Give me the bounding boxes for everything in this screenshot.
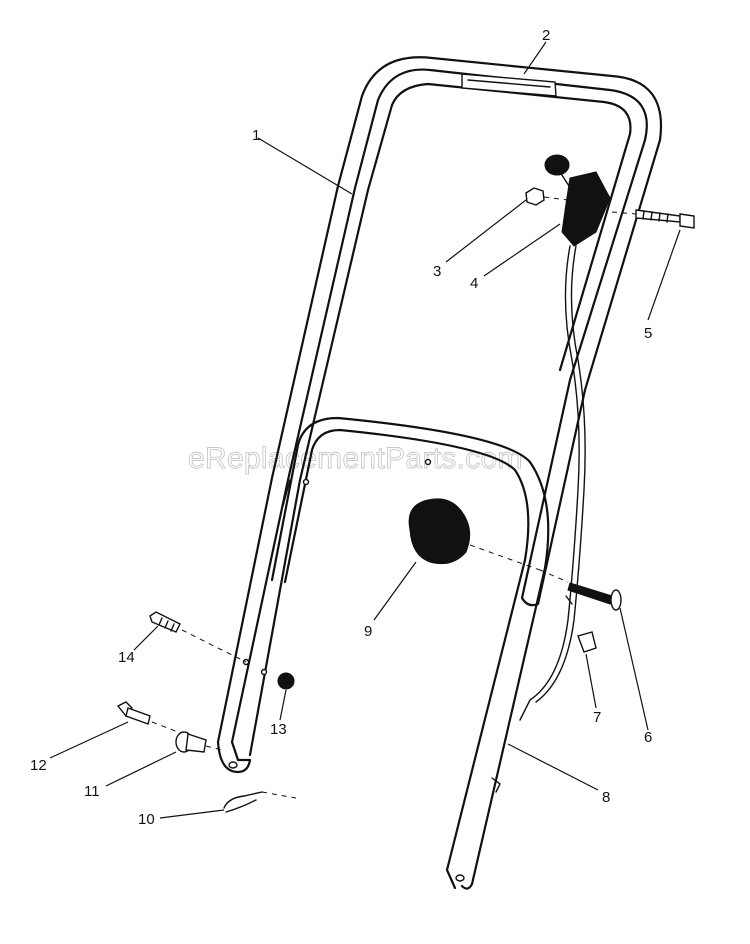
watermark-text: eReplacementParts.com [188, 442, 523, 475]
callout-9: 9 [364, 623, 372, 640]
upper-handle [216, 56, 663, 774]
callout-1: 1 [252, 127, 260, 144]
bolt-part-5 [611, 209, 695, 229]
leader-2 [523, 41, 547, 75]
callout-6: 6 [644, 729, 652, 746]
callout-2: 2 [542, 27, 550, 44]
top-grip [461, 73, 557, 97]
leader-1 [257, 137, 353, 195]
lower-handle [270, 416, 550, 890]
leader-4 [483, 223, 561, 277]
bolt-part-14 [149, 611, 247, 663]
callout-11: 11 [84, 783, 100, 800]
throttle-control [519, 154, 611, 721]
knob-icon [408, 498, 471, 565]
mounting-hole [228, 761, 238, 769]
callout-14: 14 [118, 649, 135, 666]
leader-8 [507, 743, 599, 791]
callout-13: 13 [270, 721, 287, 738]
callout-12: 12 [30, 757, 47, 774]
control-knob-icon [544, 154, 570, 176]
leader-3 [445, 199, 527, 263]
nut-part-3 [525, 187, 569, 206]
leader-14 [133, 625, 159, 651]
leader-10 [159, 809, 225, 819]
callout-8: 8 [602, 789, 610, 806]
leader-9 [373, 561, 417, 621]
callout-3: 3 [433, 263, 441, 280]
carriage-bolt-part-6 [539, 569, 622, 611]
control-body-icon [561, 171, 611, 247]
leader-6 [619, 607, 649, 731]
callout-10: 10 [138, 811, 155, 828]
cable-clip-part-7 [577, 631, 597, 653]
leader-12 [49, 721, 129, 759]
spacer-part-11 [175, 731, 223, 753]
callout-5: 5 [644, 325, 652, 342]
bolt-part-12 [116, 701, 179, 733]
leader-5 [647, 229, 681, 321]
nut-part-13 [277, 672, 295, 690]
callout-7: 7 [593, 709, 601, 726]
mounting-hole [455, 874, 465, 882]
knob-part-9 [408, 498, 541, 571]
hairpin-part-10 [223, 791, 297, 813]
leader-11 [105, 751, 177, 787]
leader-13 [279, 689, 287, 721]
callout-4: 4 [470, 275, 478, 292]
leader-7 [585, 653, 597, 709]
